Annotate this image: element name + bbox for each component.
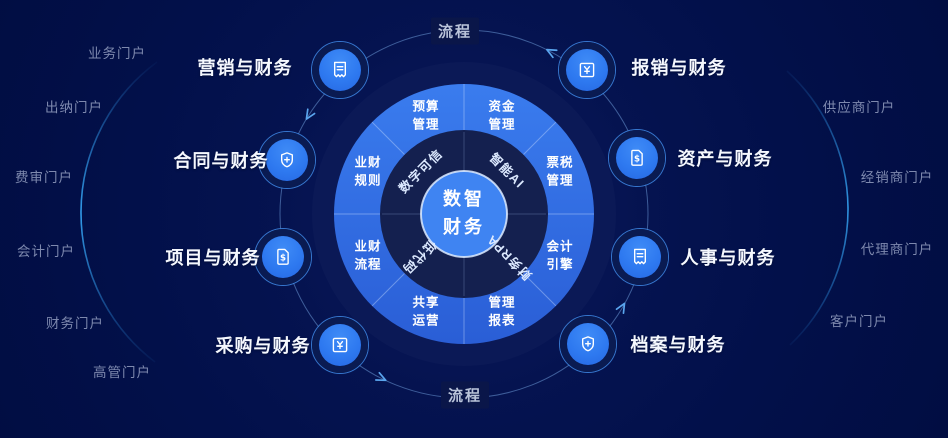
portal-label-executive: 高管门户 xyxy=(93,365,151,380)
portal-label-distributor: 经销商门户 xyxy=(860,170,934,185)
portal-label-supplier: 供应商门户 xyxy=(822,100,896,115)
module-icon-project: $ xyxy=(254,228,312,286)
core-ring-dividers xyxy=(382,132,546,296)
center-circle xyxy=(420,170,508,258)
module-icon-archive xyxy=(559,315,617,373)
portal-label-finance: 财务门户 xyxy=(46,316,104,331)
portal-label-cashier: 出纳门户 xyxy=(45,100,103,115)
module-icon-hr xyxy=(611,228,669,286)
flow-arrow-icon xyxy=(546,48,558,59)
module-label-assets: 资产与财务 xyxy=(677,149,773,169)
portal-label-customer: 客户门户 xyxy=(830,314,888,329)
module-label-marketing: 营销与财务 xyxy=(197,58,293,78)
side-arc-left xyxy=(80,61,158,363)
doc-dollar-icon: $ xyxy=(262,236,304,278)
segment-biz-finance-rules: 业财 规则 xyxy=(354,155,382,188)
segment-dividers xyxy=(334,84,594,344)
module-label-procurement: 采购与财务 xyxy=(215,336,311,356)
center-title: 数智 财务 xyxy=(443,186,485,242)
receipt-icon xyxy=(619,236,661,278)
portal-label-agent: 代理商门户 xyxy=(860,242,934,257)
yen-square-icon xyxy=(566,49,608,91)
svg-text:$: $ xyxy=(280,254,286,264)
module-label-archive: 档案与财务 xyxy=(630,335,726,355)
flow-arrow-icon xyxy=(375,371,387,382)
doc-dollar-icon: $ xyxy=(616,137,658,179)
flow-arrows xyxy=(305,48,626,382)
portal-label-accounting: 会计门户 xyxy=(17,244,75,259)
module-label-contract: 合同与财务 xyxy=(173,151,269,171)
shield-plus-icon xyxy=(266,139,308,181)
receipt-icon xyxy=(319,49,361,91)
svg-text:$: $ xyxy=(634,155,640,165)
module-label-reimbursement: 报销与财务 xyxy=(631,58,727,78)
segment-accounting-engine: 会计 引擎 xyxy=(546,239,574,272)
yen-square-icon xyxy=(319,324,361,366)
flow-arrow-icon xyxy=(615,302,626,315)
module-label-project: 项目与财务 xyxy=(165,248,261,268)
portal-label-business: 业务门户 xyxy=(88,46,146,61)
center-title-line2: 财务 xyxy=(443,217,485,237)
module-icon-contract xyxy=(258,131,316,189)
center-title-line1: 数智 xyxy=(443,189,485,210)
segment-shared-ops: 共享 运营 xyxy=(412,295,440,328)
module-label-hr: 人事与财务 xyxy=(680,248,776,268)
flow-label-bottom: 流程 xyxy=(440,381,490,409)
module-icon-marketing xyxy=(311,41,369,99)
segment-budget: 预算 管理 xyxy=(412,99,440,132)
portal-label-expense-audit: 费审门户 xyxy=(15,170,73,185)
flow-arrow-icon xyxy=(305,108,316,120)
segment-mgmt-report: 管理 报表 xyxy=(488,295,516,328)
segment-biz-finance-process: 业财 流程 xyxy=(354,239,382,272)
segment-invoice-tax: 票税 管理 xyxy=(546,155,574,188)
module-icon-assets: $ xyxy=(608,129,666,187)
flow-label-top: 流程 xyxy=(430,17,480,45)
side-arc-right xyxy=(786,70,849,346)
module-icon-reimbursement xyxy=(558,41,616,99)
segment-funds: 资金 管理 xyxy=(488,99,516,132)
shield-plus-icon xyxy=(567,323,609,365)
module-icon-procurement xyxy=(311,316,369,374)
